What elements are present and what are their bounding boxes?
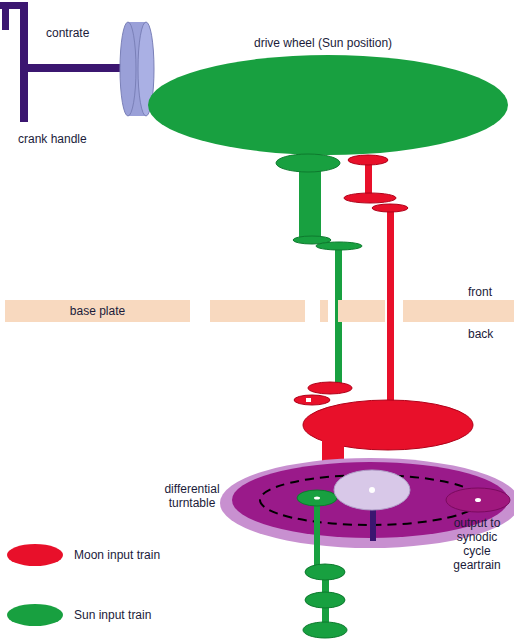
node-label: base plate — [5, 304, 190, 318]
node-label: drive wheel (Sun position) — [254, 36, 392, 50]
side-label: front — [468, 285, 492, 299]
differential-turntable — [220, 458, 514, 578]
output-gear — [446, 488, 510, 512]
part-label: output to synodic cycle geartrain — [444, 516, 510, 572]
part-label: differential turntable — [150, 482, 234, 510]
drive-wheel-node: drive wheel (Sun position) — [148, 30, 510, 156]
legend-label: Sun input train — [74, 608, 151, 622]
base-plate-band — [210, 300, 514, 322]
part-label: crank handle — [18, 132, 87, 146]
sun-train-upper — [276, 128, 362, 390]
moon-train-upper — [344, 155, 408, 423]
drive-wheel — [148, 55, 508, 155]
legend-swatch — [4, 601, 66, 629]
base-plate-node: base plate — [5, 300, 190, 322]
legend-swatch — [4, 541, 66, 569]
part-label: contrate — [46, 26, 89, 40]
legend-label: Moon input train — [74, 548, 160, 562]
legend-swatch-shape — [7, 604, 63, 626]
side-label: back — [468, 327, 493, 341]
crank-handle — [0, 2, 128, 122]
sun-train-lower — [303, 564, 347, 638]
legend-swatch-shape — [7, 544, 63, 566]
